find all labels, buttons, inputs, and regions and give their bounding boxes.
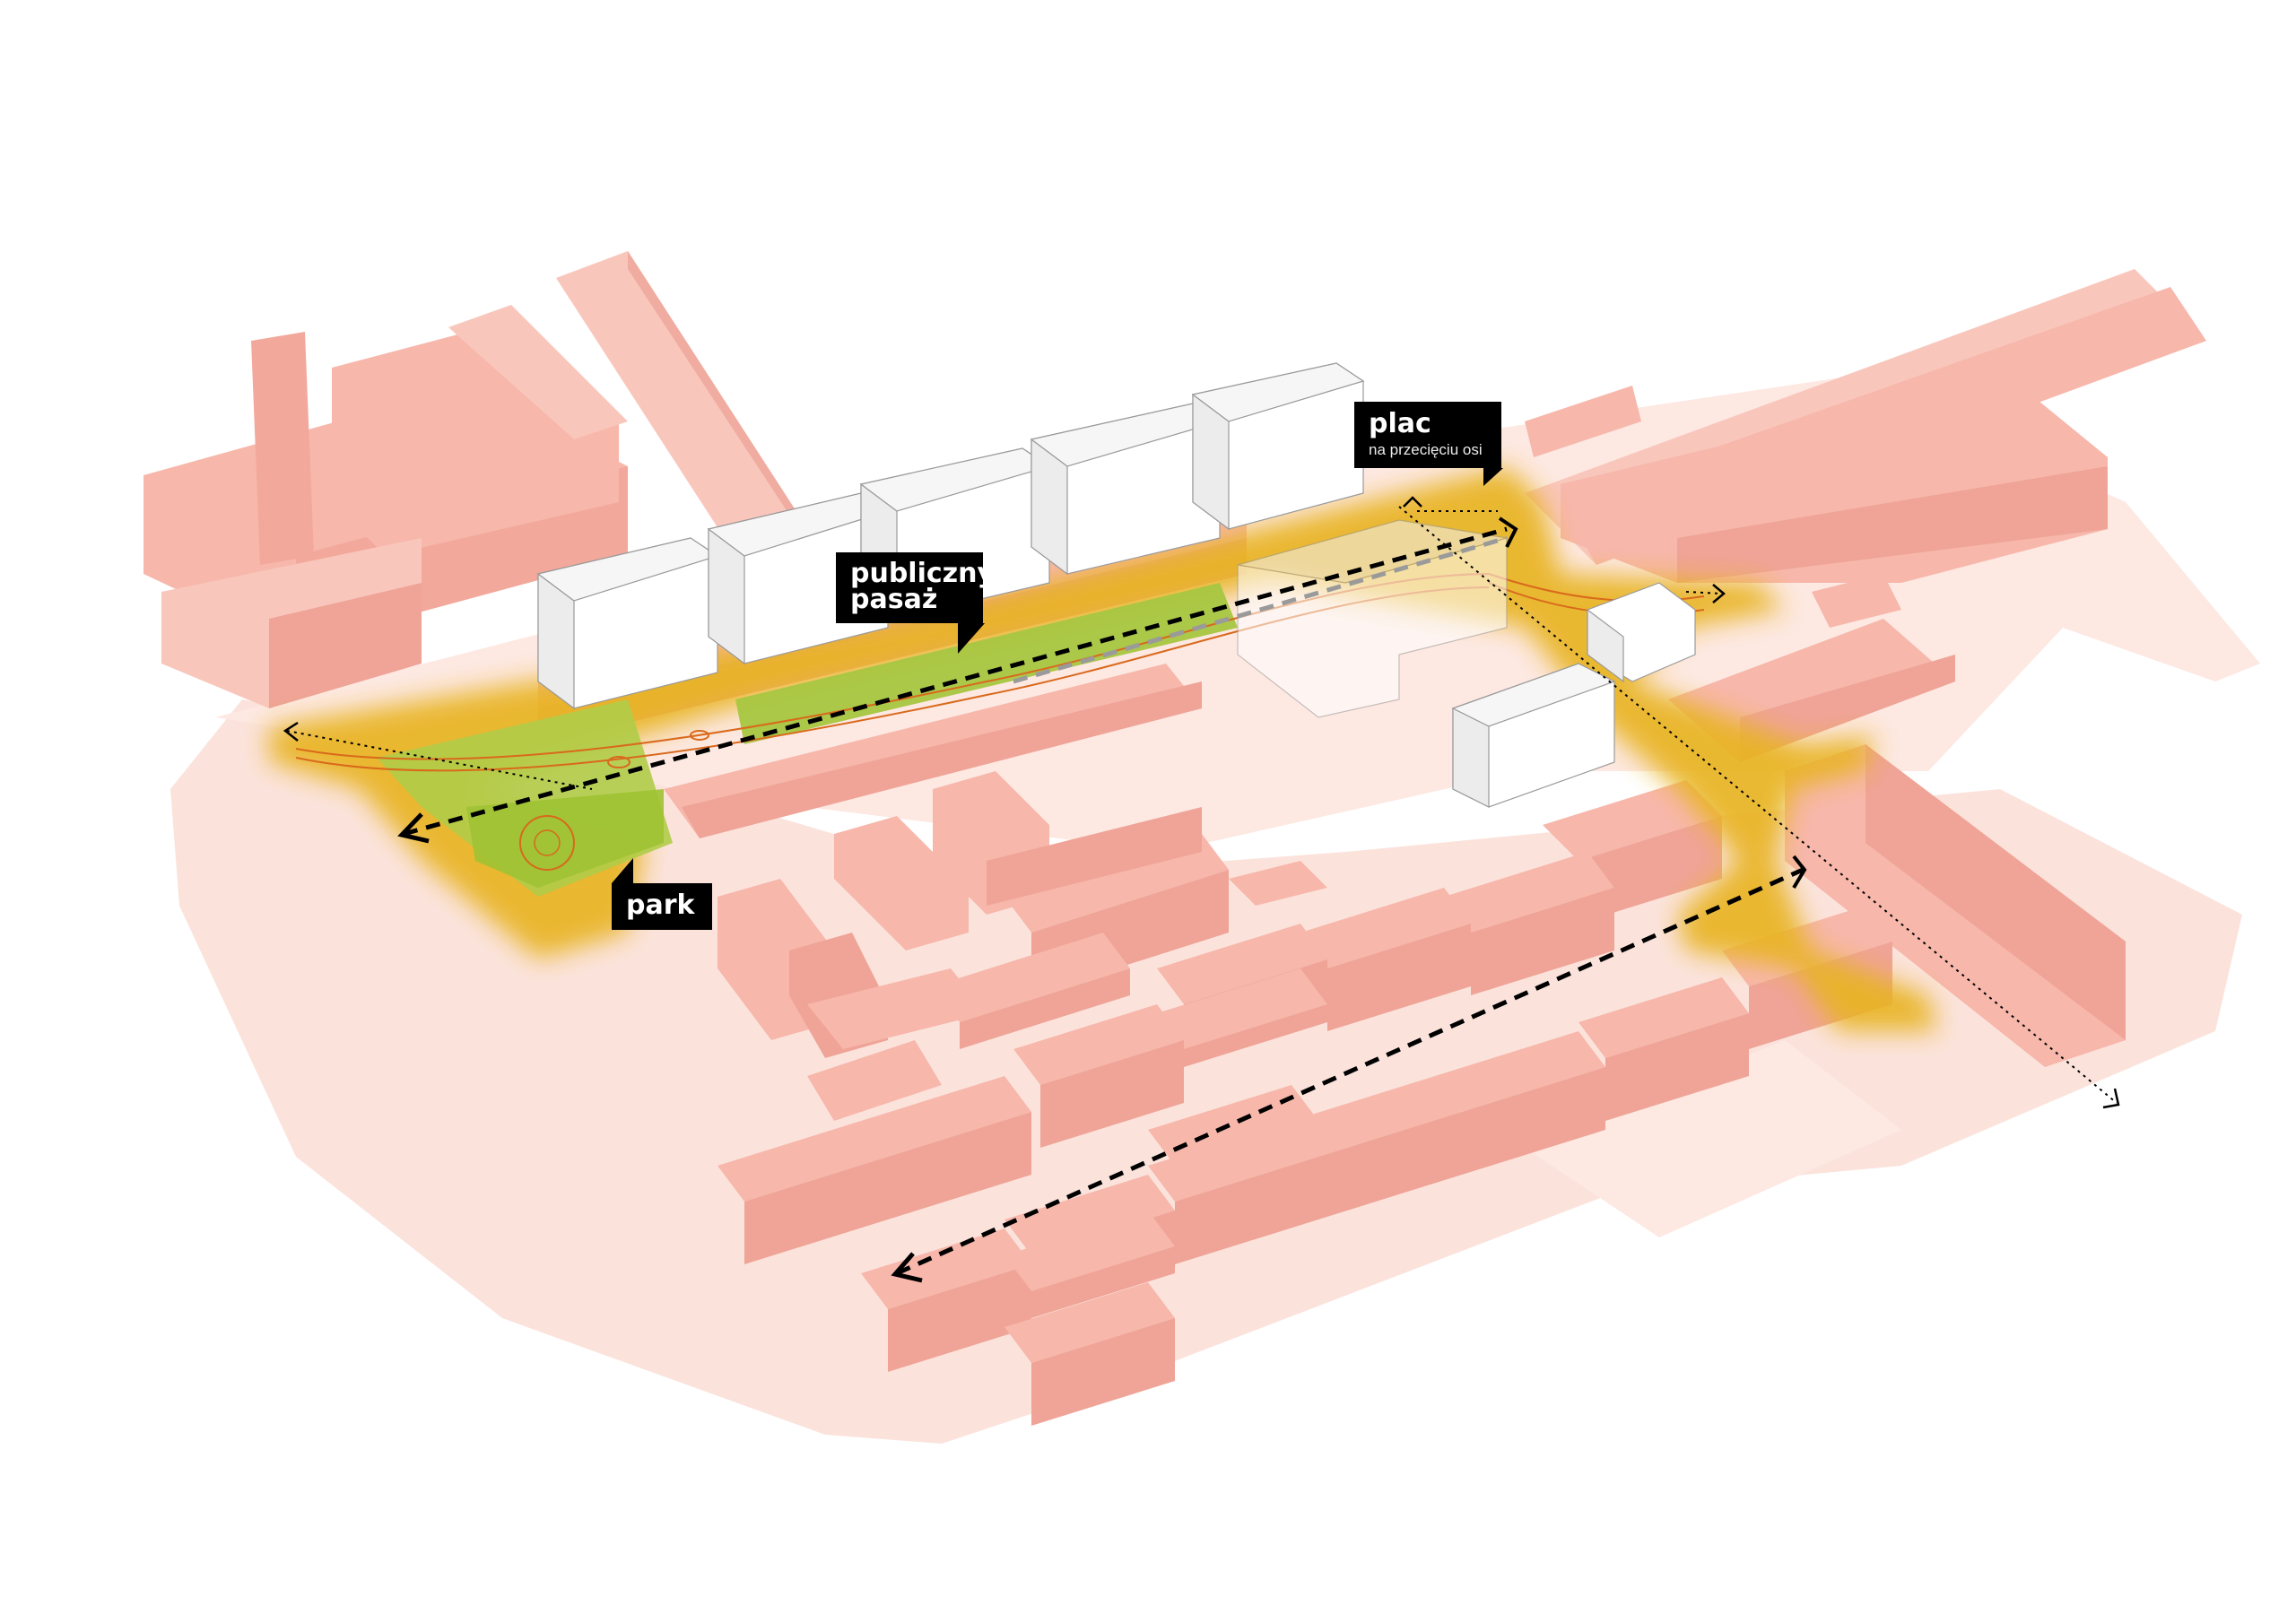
new-building-2: [707, 492, 890, 665]
park-circle-path: [519, 815, 575, 871]
house-row-3: [718, 1121, 1318, 1372]
new-building-1: [536, 537, 719, 710]
house-row-4: [1004, 1085, 1318, 1426]
public-route-highlight: [269, 466, 1937, 1031]
new-building-4: [1030, 403, 1222, 576]
arrowhead-dotted-left: [283, 721, 299, 742]
label-pasaz-line1: publiczny: [850, 558, 996, 589]
label-park-title: park: [626, 890, 695, 921]
label-plac-title: plac: [1369, 408, 1431, 439]
label-plac: plac na przecięciu osi: [1354, 402, 1503, 486]
label-publiczny-pasaz: publiczny pasaż: [836, 552, 996, 654]
axis-lines: [283, 496, 2120, 1283]
label-park-pointer: [612, 858, 633, 883]
arrowhead-dotted-top: [1403, 496, 1422, 508]
new-building-small: [1587, 582, 1696, 683]
dotted-axis-long: [1398, 506, 2118, 1104]
dotted-axis-left: [286, 730, 593, 790]
new-buildings: [536, 362, 1696, 808]
south-axis-dashed: [895, 867, 1805, 1276]
main-axis-dashed: [403, 526, 1508, 837]
new-building-block: [1451, 663, 1616, 808]
label-plac-subtitle: na przecięciu osi: [1369, 441, 1483, 458]
arrowhead-left-south: [891, 1252, 923, 1283]
arrowhead-right-main: [1498, 516, 1518, 548]
new-building-5: [1191, 362, 1365, 531]
arrowhead-left-main: [397, 812, 430, 844]
arrowhead-right-south: [1792, 855, 1807, 890]
label-pasaz-line2: pasaż: [850, 583, 938, 615]
dotted-axis-right: [1685, 591, 1723, 595]
label-park: park: [612, 858, 712, 930]
main-axis-dashed-grey: [1013, 535, 1508, 684]
label-pasaz-pointer: [958, 623, 985, 654]
arrowhead-dotted-long: [2102, 1088, 2120, 1109]
label-plac-pointer: [1483, 468, 1503, 486]
arrowhead-dotted-right: [1712, 584, 1726, 603]
